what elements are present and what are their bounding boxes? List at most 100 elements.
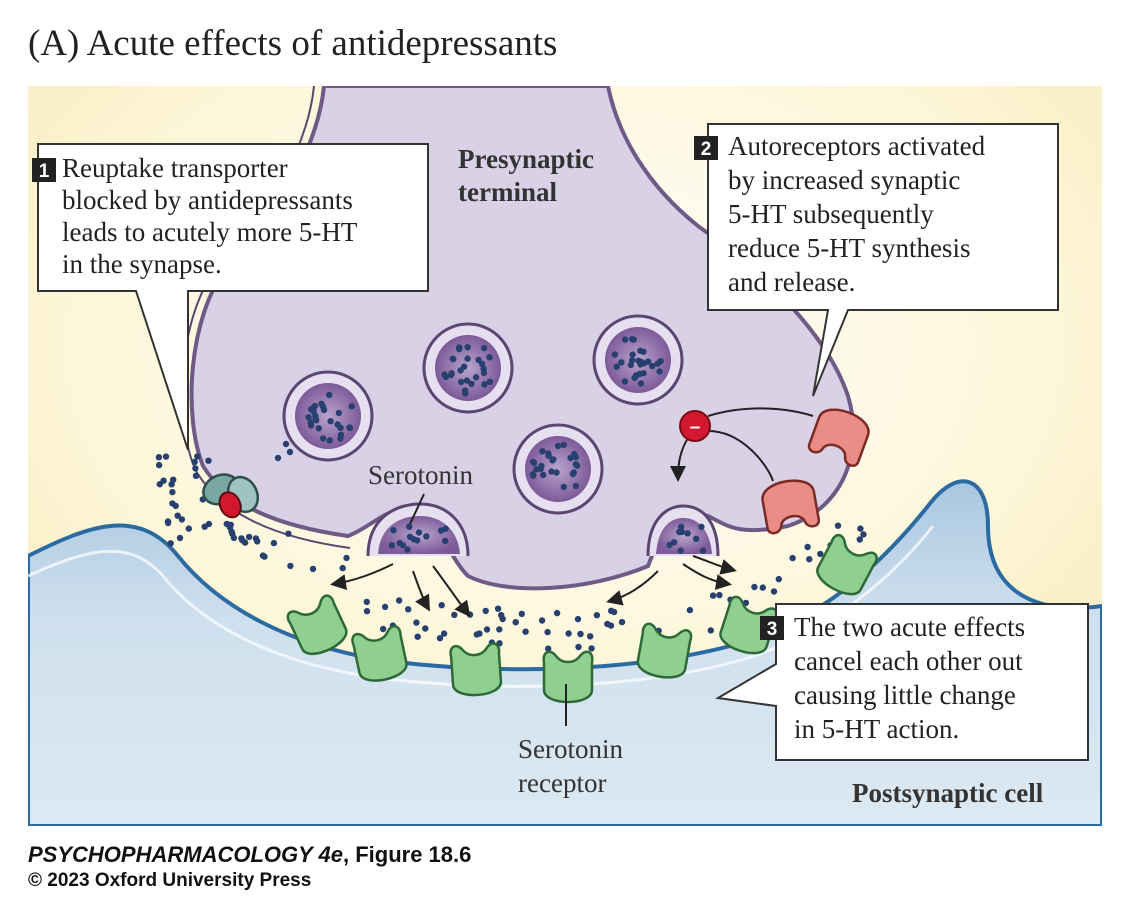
serotonin-dot [630,336,637,343]
svg-text:Autoreceptors activated: Autoreceptors activated [728,131,986,161]
svg-text:in 5-HT action.: in 5-HT action. [794,714,959,744]
figure-caption: PSYCHOPHARMACOLOGY 4e, Figure 18.6 [28,842,471,868]
serotonin-dot [405,606,412,613]
serotonin-dot [789,554,796,562]
serotonin-dot [156,481,163,488]
serotonin-dot [363,598,370,606]
serotonin-dot [499,615,506,623]
autoreceptor [761,479,820,535]
serotonin-receptor [351,625,408,682]
serotonin-dot [538,617,546,624]
serotonin-dot [326,437,333,444]
serotonin-dot [205,520,213,528]
serotonin-dot [618,618,626,626]
vesicle [282,370,374,462]
serotonin-dot [388,542,396,549]
serotonin-dot [305,414,312,421]
callout-1: 1 Reuptake transporter blocked by antide… [32,143,429,451]
serotonin-dot [537,465,544,472]
serotonin-dot [192,472,200,479]
serotonin-dot [164,518,172,525]
serotonin-dot [252,535,260,542]
serotonin-dot [629,351,636,358]
serotonin-dot [162,453,170,460]
serotonin-dot [399,542,407,549]
serotonin-dot [472,374,480,381]
svg-text:–: – [690,417,701,438]
serotonin-dot [656,368,663,375]
callout-2: 2 Autoreceptors activated by increased s… [694,123,1059,397]
serotonin-dot [245,533,253,541]
serotonin-dot [414,537,421,544]
serotonin-dot [775,575,782,583]
serotonin-dot [464,344,471,351]
serotonin-dot [169,488,176,496]
serotonin-dot [571,450,578,458]
serotonin-dot [395,597,403,604]
serotonin-dot [548,468,555,475]
serotonin-dot [707,627,714,634]
serotonin-dot [608,607,615,614]
serotonin-dot [544,628,551,636]
serotonin-dot [423,533,430,540]
serotonin-dot [486,378,494,385]
serotonin-dot [326,391,333,399]
serotonin-dot [285,530,292,537]
serotonin-dot [436,635,444,642]
serotonin-dot [640,360,648,367]
serotonin-dot [572,461,580,468]
serotonin-dot [339,564,346,572]
serotonin-dot [415,529,423,536]
serotonin-dot [649,362,656,370]
serotonin-dot [611,351,619,358]
serotonin-dot [806,556,813,563]
serotonin-dot [463,377,471,384]
serotonin-dot [327,418,334,425]
serotonin-dot [468,380,475,388]
serotonin-dot [438,602,445,609]
serotonin-dot [693,535,700,542]
serotonin-dot [442,537,449,544]
serotonin-dot [381,603,389,611]
serotonin-dot [442,525,449,532]
serotonin-dot [172,502,179,510]
svg-text:1: 1 [39,161,50,182]
serotonin-dot [518,610,525,618]
serotonin-receptor [449,642,503,697]
serotonin-dot [480,344,488,352]
serotonin-dot [194,453,201,460]
serotonin-dot [406,523,413,530]
serotonin-dot [860,531,867,538]
serotonin-dot [185,525,192,532]
serotonin-dot [348,403,355,410]
serotonin-dot [512,619,519,626]
serotonin-dot [170,476,177,483]
serotonin-dot [588,645,595,652]
serotonin-dot [751,583,758,591]
serotonin-molecules [155,335,867,652]
serotonin-dot [570,469,577,476]
serotonin-dot [230,534,238,542]
serotonin-dot [494,605,502,612]
serotonin-dot [553,469,560,476]
serotonin-dot [379,625,387,633]
serotonin-dot [545,645,552,652]
serotonin-dot [448,370,455,377]
serotonin-dot [587,633,594,640]
serotonin-dot [480,365,487,372]
svg-text:2: 2 [701,139,712,160]
serotonin-dot [857,525,864,532]
svg-text:cancel each other out: cancel each other out [794,646,1023,676]
serotonin-dot [637,347,644,354]
svg-text:Reuptake transporter: Reuptake transporter [62,153,288,183]
serotonin-dot [259,552,267,559]
serotonin-pointer-line [409,493,425,525]
serotonin-dot [178,516,186,523]
svg-text:and release.: and release. [728,267,855,297]
serotonin-dot [607,622,615,629]
serotonin-dot [637,380,645,387]
serotonin-dot [456,344,463,351]
serotonin-dot [560,441,567,448]
serotonin-dot [167,540,174,547]
serotonin-dot [698,523,705,530]
